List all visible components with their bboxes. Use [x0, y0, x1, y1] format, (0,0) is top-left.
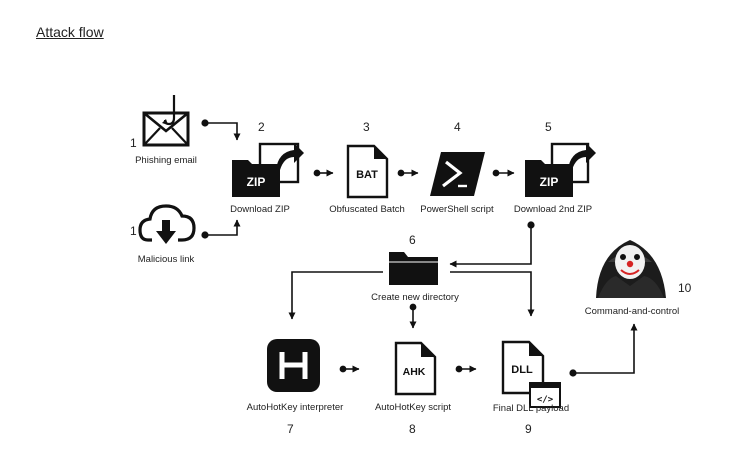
arrow-6-to-8	[409, 303, 417, 329]
node-download-zip: ZIP 2 Download ZIP	[230, 120, 304, 215]
node-autohotkey-interpreter: 7 AutoHotKey interpreter	[247, 339, 344, 436]
arrow-2-to-3	[313, 169, 334, 177]
arrow-7-to-8	[339, 365, 360, 373]
cloud-download-icon	[138, 204, 196, 244]
node-powershell-script: 4 PowerShell script	[420, 120, 494, 215]
arrow-6-to-9	[450, 271, 535, 317]
node-malicious-link: 1 Malicious link	[130, 204, 196, 265]
bat-file-icon: BAT	[346, 144, 389, 199]
node-label: AutoHotKey interpreter	[247, 402, 344, 413]
icon-text: BAT	[356, 169, 378, 181]
node-label: Obfuscated Batch	[329, 204, 405, 215]
zip-folder-icon: ZIP	[525, 142, 596, 197]
step-number: 5	[545, 120, 552, 134]
icon-text: ZIP	[247, 175, 266, 189]
page-title: Attack flow	[36, 24, 104, 40]
icon-text: AHK	[403, 366, 426, 378]
node-download-2nd-zip: ZIP 5 Download 2nd ZIP	[514, 120, 596, 215]
powershell-icon	[430, 152, 485, 196]
hacker-clown-icon	[596, 240, 666, 298]
node-label: Download ZIP	[230, 204, 290, 215]
node-label: Final DLL payload	[493, 403, 569, 414]
arrow-8-to-9	[455, 365, 477, 373]
step-number: 2	[258, 120, 265, 134]
folder-icon	[389, 252, 438, 285]
envelope-hook-icon	[142, 95, 190, 147]
step-number: 6	[409, 233, 416, 247]
node-label: PowerShell script	[420, 204, 494, 215]
node-create-directory: 6 Create new directory	[371, 233, 459, 303]
dll-file-icon: DLL	[501, 340, 545, 395]
arrow-1-link-to-2	[201, 219, 241, 239]
node-command-and-control: 10 Command-and-control	[585, 240, 692, 317]
arrow-4-to-5	[492, 169, 515, 177]
node-label: Command-and-control	[585, 306, 680, 317]
node-label: Create new directory	[371, 292, 459, 303]
ahk-file-icon: AHK	[394, 341, 437, 396]
step-number: 7	[287, 422, 294, 436]
icon-text: ZIP	[540, 175, 559, 189]
zip-folder-icon: ZIP	[232, 142, 304, 197]
node-label: Phishing email	[135, 155, 197, 166]
arrow-3-to-4	[397, 169, 419, 177]
step-number: 3	[363, 120, 370, 134]
node-final-dll-payload: DLL </> 9 Final DLL payload	[493, 340, 569, 436]
connectors	[201, 119, 638, 377]
node-label: Download 2nd ZIP	[514, 204, 592, 215]
node-label: AutoHotKey script	[375, 402, 451, 413]
step-number: 10	[678, 281, 692, 295]
autohotkey-icon	[267, 339, 320, 392]
node-autohotkey-script: AHK 8 AutoHotKey script	[375, 341, 451, 436]
step-number: 8	[409, 422, 416, 436]
arrow-9-to-10	[569, 323, 638, 377]
step-number: 4	[454, 120, 461, 134]
arrow-6-to-7	[288, 271, 383, 320]
step-number: 1	[130, 136, 137, 150]
node-obfuscated-batch: BAT 3 Obfuscated Batch	[329, 120, 405, 215]
icon-text: DLL	[511, 364, 533, 376]
arrow-1-email-to-2	[201, 119, 241, 141]
arrow-5-to-6	[449, 221, 535, 268]
step-number: 1	[130, 224, 137, 238]
step-number: 9	[525, 422, 532, 436]
code-window-icon: </>	[529, 382, 561, 408]
node-phishing-email: 1 Phishing email	[130, 95, 197, 166]
svg-text:</>: </>	[537, 395, 554, 405]
node-label: Malicious link	[138, 254, 195, 265]
